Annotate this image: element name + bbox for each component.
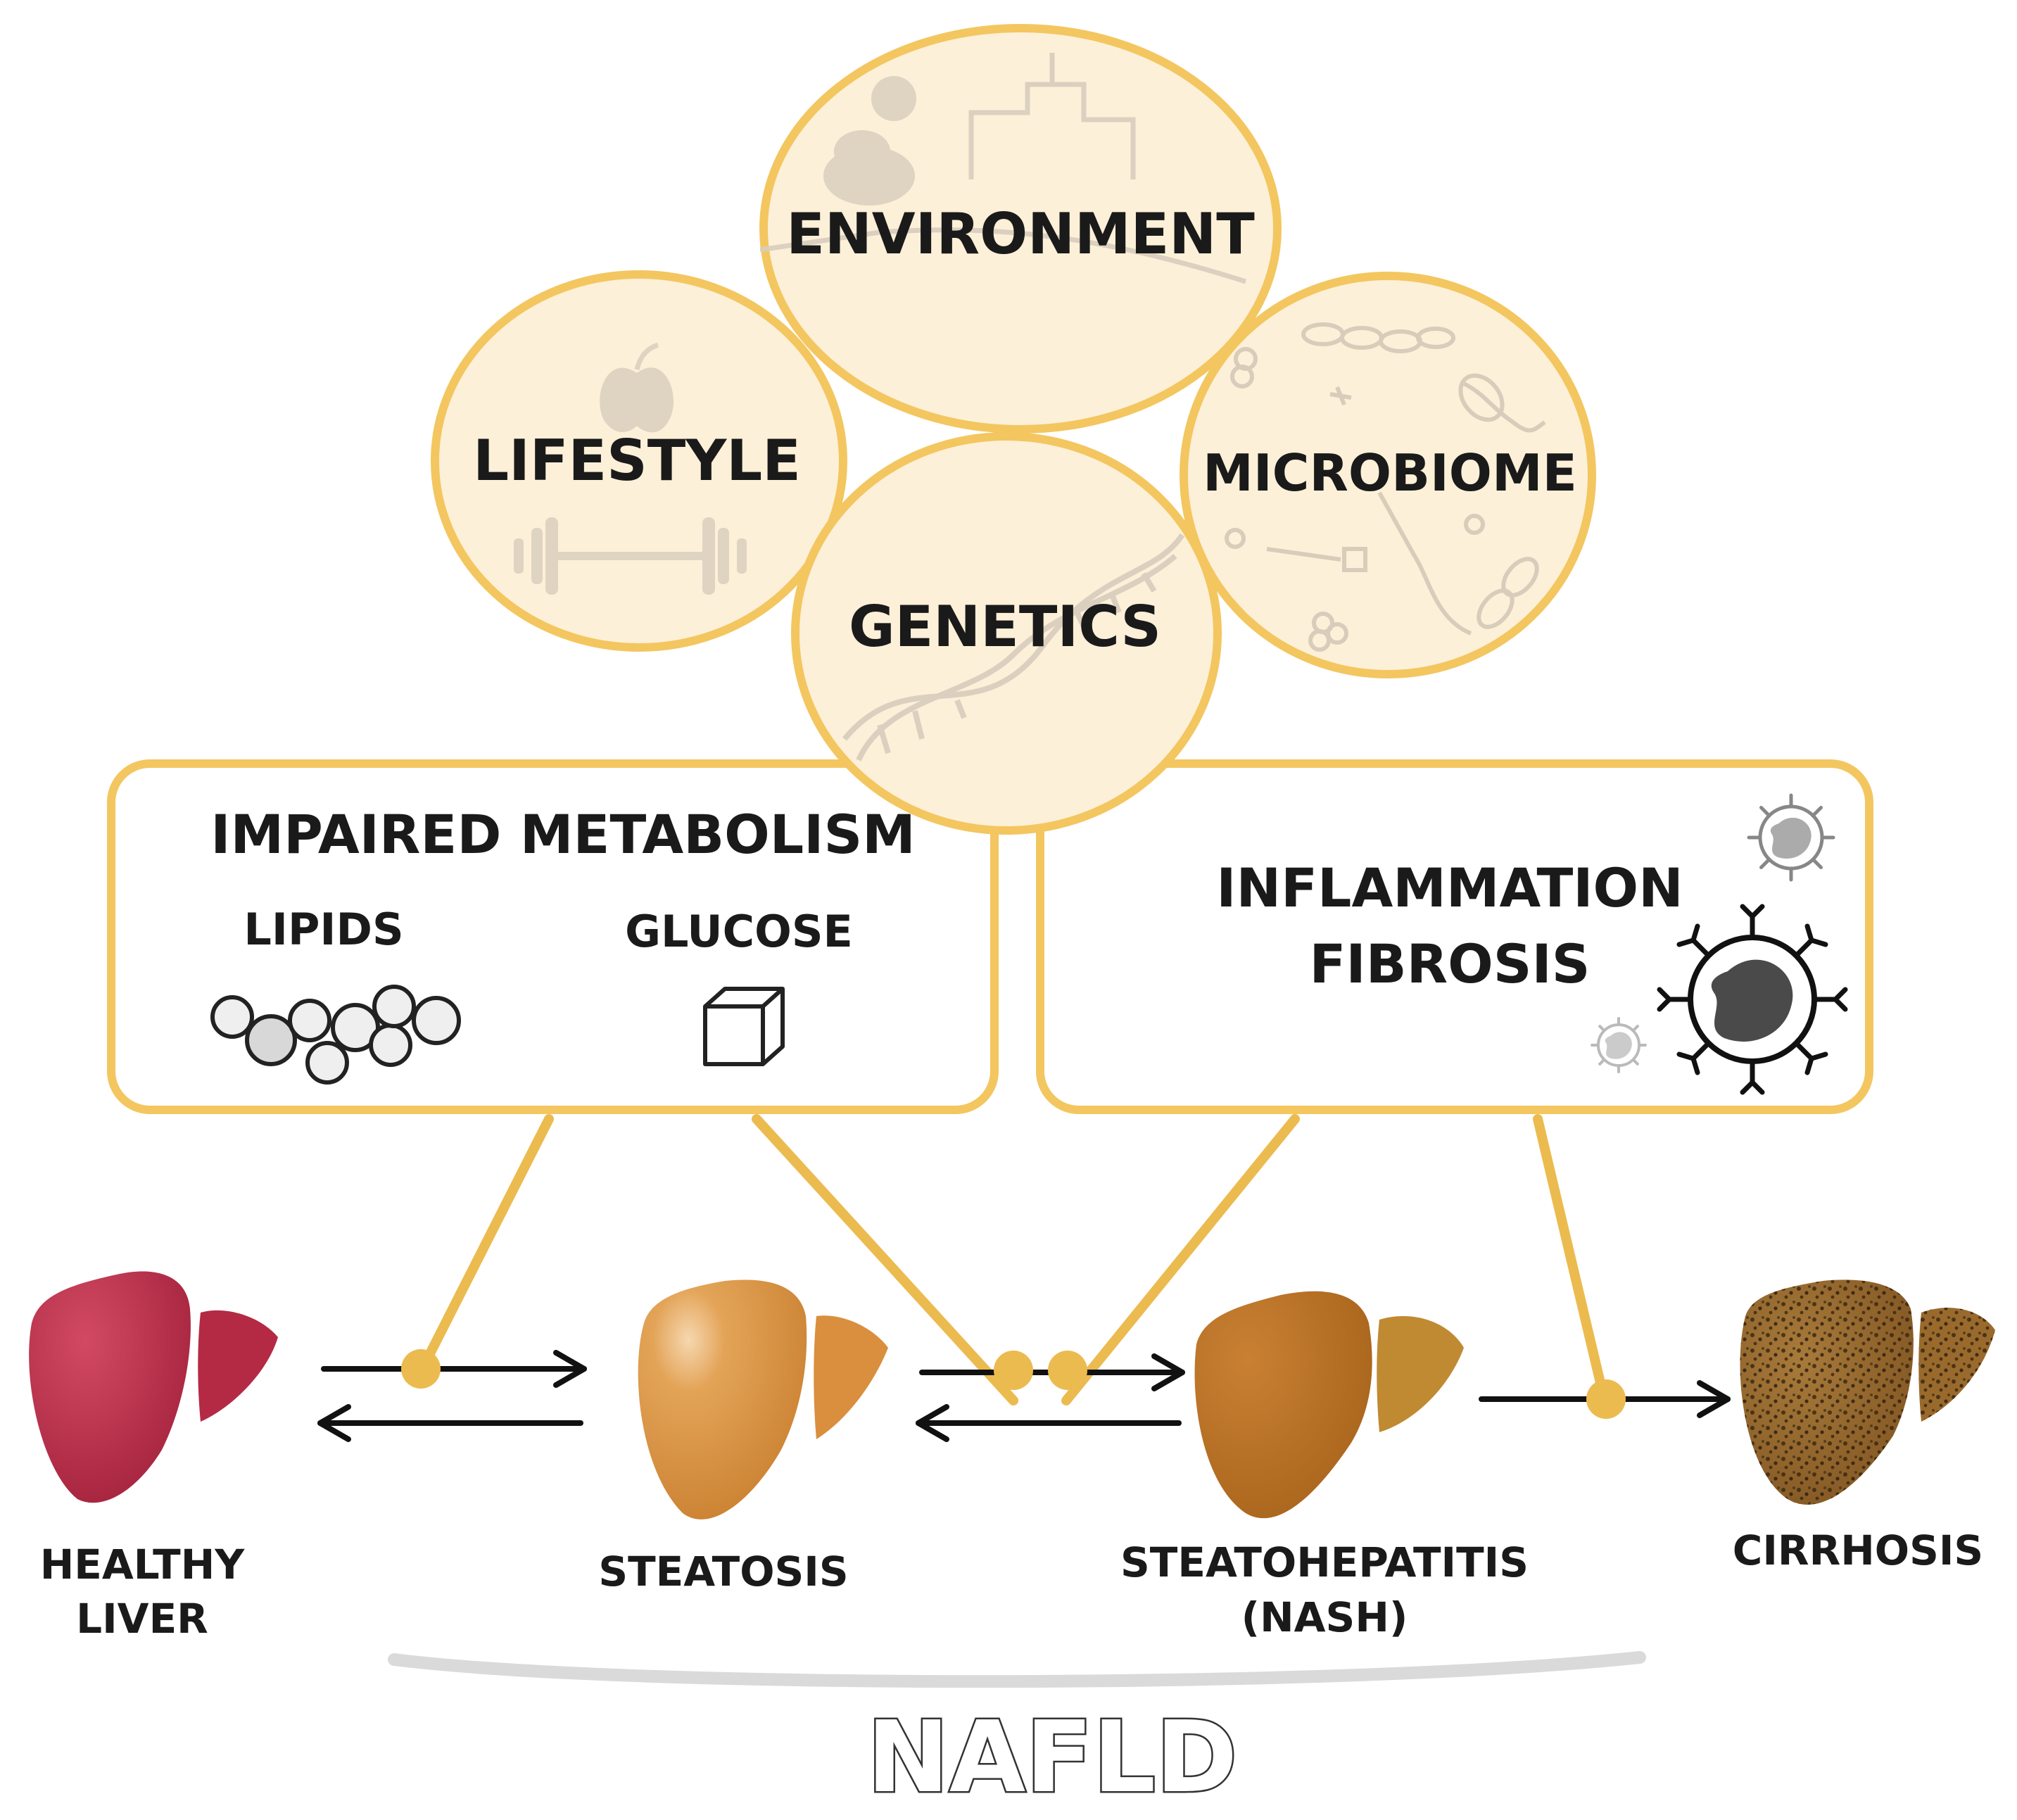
steatosis-liver-image (638, 1279, 888, 1519)
dumbbell-icon (514, 517, 747, 595)
inflammation-label: INFLAMMATION (1216, 857, 1683, 919)
lipid-droplets-icon (210, 985, 461, 1085)
environment-circle: ENVIRONMENT (759, 24, 1282, 434)
genetics-label: GENETICS (849, 594, 1161, 659)
impaired-metabolism-title: IMPAIRED METABOLISM (210, 803, 916, 866)
arrow-nash-to-steatosis (916, 1404, 1182, 1442)
cirrhosis-label: CIRRHOSIS (1733, 1527, 1983, 1574)
immune-cell-faint-icon (1591, 1017, 1647, 1073)
nafld-label: NAFLD (867, 1700, 1238, 1815)
factory-icon (759, 53, 1247, 284)
junction-dot (994, 1351, 1033, 1390)
apple-icon (600, 342, 674, 433)
healthy-liver-label-line2: LIVER (76, 1595, 208, 1643)
connector-glucose-to-nash (752, 1114, 1018, 1405)
connector-fibrosis-to-cirrhosis (1533, 1114, 1610, 1405)
lifestyle-label: LIFESTYLE (473, 428, 801, 493)
immune-cell-icon (1657, 904, 1848, 1095)
connector-lipids-to-steatosis (417, 1114, 554, 1374)
healthy-liver-image (29, 1271, 278, 1503)
junction-dot (1586, 1379, 1626, 1419)
steatosis-label: STEATOSIS (598, 1548, 848, 1595)
microbiome-label: MICROBIOME (1203, 443, 1577, 503)
nash-label-line1: STEATOHEPATITIS (1120, 1538, 1529, 1586)
glucose-cube-icon (703, 987, 785, 1066)
person-icon (823, 76, 916, 206)
immune-cell-small-icon (1747, 793, 1835, 882)
nash-label-line2: (NASH) (1241, 1593, 1408, 1641)
environment-label: ENVIRONMENT (786, 201, 1255, 267)
nafld-bracket (388, 1651, 1646, 1688)
lifestyle-circle: LIFESTYLE (431, 270, 847, 652)
glucose-label: GLUCOSE (625, 906, 853, 957)
microbiome-circle: MICROBIOME (1180, 272, 1596, 678)
healthy-liver-label-line1: HEALTHY (40, 1541, 246, 1588)
connector-inflammation-to-nash (1061, 1114, 1300, 1405)
fibrosis-label: FIBROSIS (1310, 933, 1591, 995)
inflammation-fibrosis-box (1036, 759, 1873, 1114)
bacteria-icon (1225, 322, 1546, 652)
junction-dot (401, 1349, 441, 1389)
nash-liver-image (1194, 1291, 1464, 1519)
genetics-circle: GENETICS (791, 432, 1222, 835)
lipids-label: LIPIDS (244, 904, 403, 955)
junction-dot (1048, 1351, 1087, 1390)
arrow-healthy-to-steatosis (321, 1350, 587, 1388)
cirrhosis-liver-image (1740, 1279, 1995, 1505)
dna-icon (842, 533, 1185, 762)
connector-lines (417, 1114, 1610, 1405)
junction-dots (401, 1349, 1626, 1419)
arrow-steatosis-to-healthy (317, 1404, 583, 1442)
